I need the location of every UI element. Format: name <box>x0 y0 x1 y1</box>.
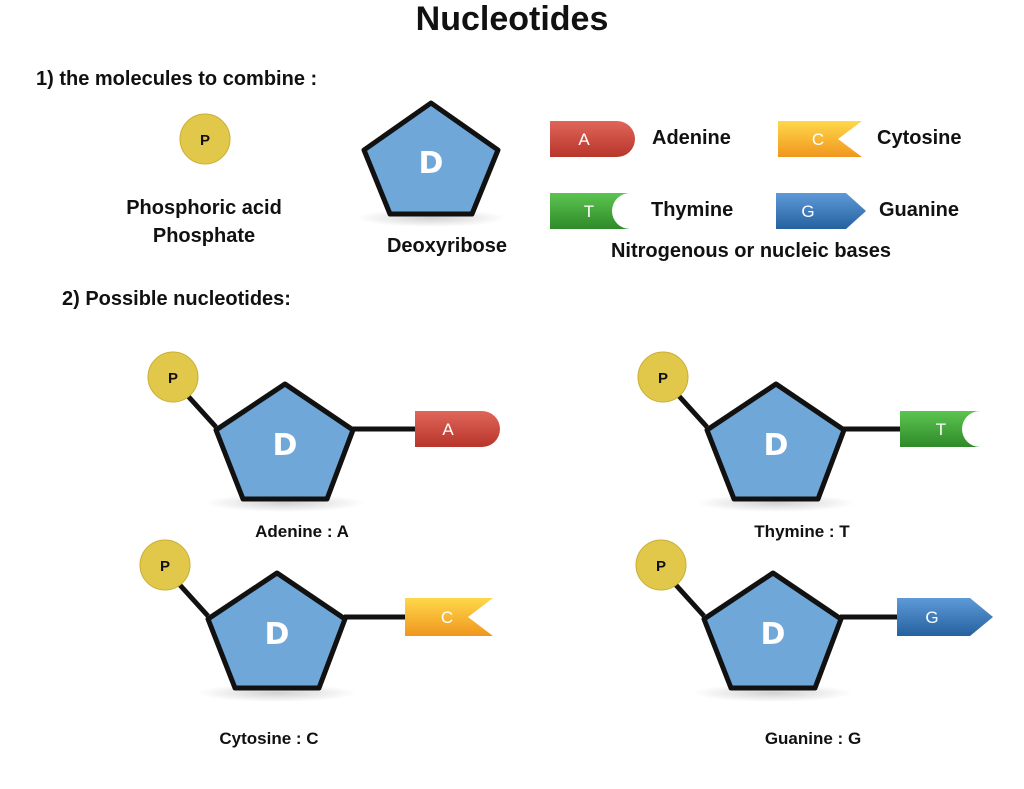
thymine-base-symbol: T <box>936 420 946 439</box>
nucleotide-guanine: P D G <box>635 539 993 702</box>
adenine-base-shape <box>415 411 500 447</box>
adenine-base: A <box>550 121 635 157</box>
phosphate-group <box>139 539 191 591</box>
cytosine-base-shape <box>405 598 493 636</box>
phosphate-symbol: P <box>160 558 170 575</box>
sugar-symbol: D <box>265 617 290 652</box>
cytosine-label: Cytosine <box>877 127 962 149</box>
section2-heading: 2) Possible nucleotides: <box>62 288 291 310</box>
thymine-base-symbol: T <box>584 202 594 221</box>
phosphate-group <box>635 539 687 591</box>
phosphate-symbol: P <box>658 370 668 387</box>
deoxyribose-molecule: D <box>356 100 506 227</box>
deoxyribose-sugar <box>704 381 847 502</box>
page-title: Nucleotides <box>415 0 609 38</box>
deoxyribose-sugar <box>213 381 356 502</box>
caption-cytosine: Cytosine : C <box>219 729 319 748</box>
sugar-symbol: D <box>419 146 444 181</box>
caption-thymine: Thymine : T <box>754 522 850 541</box>
guanine-base-symbol: G <box>801 202 814 221</box>
adenine-base-symbol: A <box>442 420 454 439</box>
section1-heading: 1) the molecules to combine : <box>36 68 318 90</box>
phosphate-symbol: P <box>168 370 178 387</box>
cytosine-base: C <box>778 121 862 157</box>
phosphate-group <box>637 351 689 403</box>
phosphate-symbol: P <box>200 132 210 149</box>
guanine-label: Guanine <box>879 199 960 221</box>
caption-guanine: Guanine : G <box>764 729 862 748</box>
nucleotide-cytosine: P D C <box>139 539 493 702</box>
guanine-base: G <box>776 193 866 229</box>
cytosine-base-symbol: C <box>441 608 453 627</box>
thymine-base-shape <box>900 411 980 447</box>
phosphate-group <box>147 351 199 403</box>
deoxyribose-label: Deoxyribose <box>386 235 508 257</box>
deoxyribose-sugar <box>205 570 348 691</box>
phosphate-molecule: P <box>179 113 231 165</box>
bases-caption: Nitrogenous or nucleic bases <box>610 240 892 262</box>
sugar-symbol: D <box>764 428 789 463</box>
adenine-label: Adenine <box>652 127 731 149</box>
nucleotide-adenine: P D A <box>147 351 500 512</box>
cytosine-base-symbol: C <box>812 130 824 149</box>
phosphate-symbol: P <box>656 558 666 575</box>
phosphate-label-line2: Phosphate <box>152 225 256 247</box>
phosphate-label-line1: Phosphoric acid <box>126 197 282 219</box>
thymine-base: T <box>550 193 630 229</box>
thymine-label: Thymine <box>651 199 734 221</box>
sugar-symbol: D <box>273 428 298 463</box>
caption-adenine: Adenine : A <box>255 522 349 541</box>
adenine-base-symbol: A <box>578 130 590 149</box>
deoxyribose-sugar <box>701 570 844 691</box>
sugar-symbol: D <box>761 617 786 652</box>
nucleotide-thymine: P D T <box>637 351 980 512</box>
guanine-base-symbol: G <box>925 608 938 627</box>
guanine-base-shape <box>897 598 993 636</box>
